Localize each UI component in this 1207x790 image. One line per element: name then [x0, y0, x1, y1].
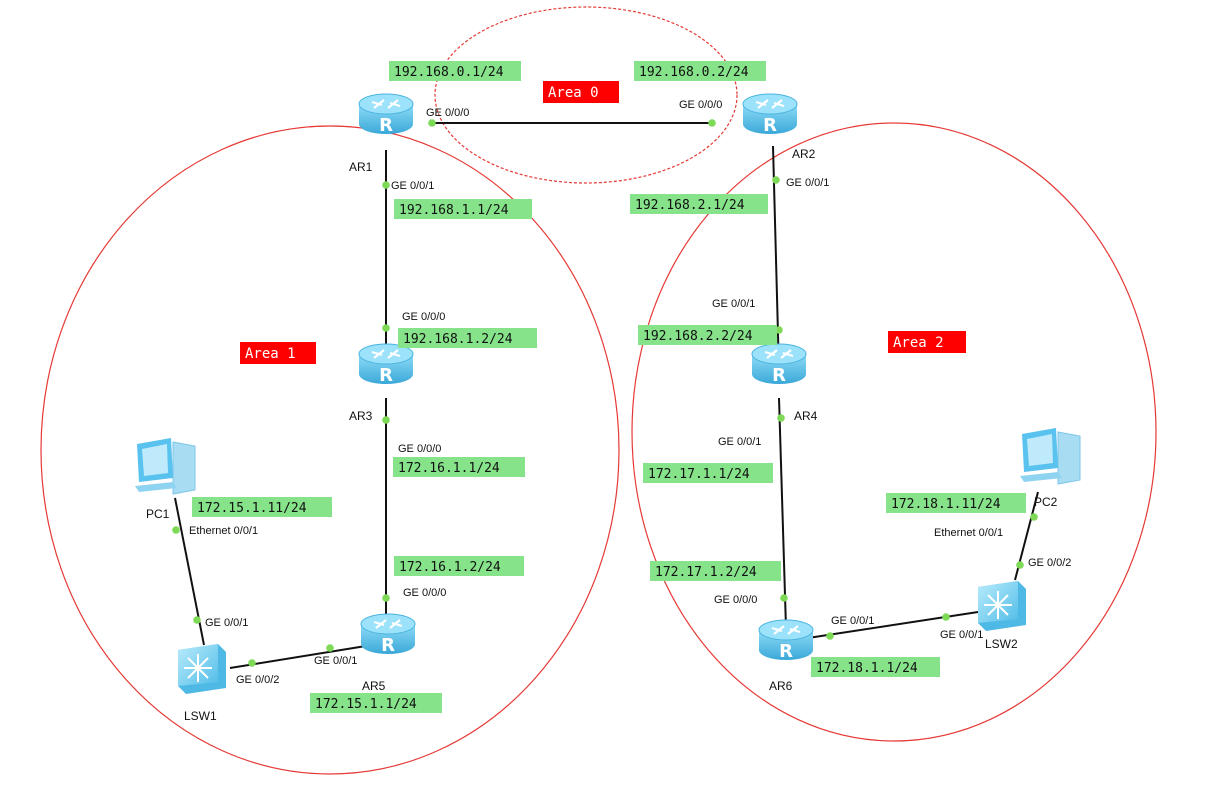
- port-dot: [780, 594, 788, 602]
- port-label: GE 0/0/0: [426, 107, 469, 119]
- port-label: Ethernet 0/0/1: [934, 527, 1003, 539]
- port-dot: [382, 416, 390, 424]
- area-1-border: [40, 125, 620, 775]
- device-label-pc2: PC2: [1034, 495, 1058, 509]
- port-label: GE 0/0/1: [831, 615, 874, 627]
- port-label: Ethernet 0/0/1: [189, 525, 258, 537]
- port-label: GE 0/0/2: [1028, 557, 1071, 569]
- ip-label: 192.168.0.2/24: [639, 65, 749, 80]
- svg-text:R: R: [763, 115, 777, 136]
- svg-text:R: R: [772, 365, 786, 386]
- port-label: GE 0/0/1: [314, 655, 357, 667]
- port-dot: [193, 616, 201, 624]
- link-lsw1-pc1: [174, 497, 205, 646]
- router-icon[interactable]: R: [358, 343, 414, 386]
- ip-label: 172.15.1.1/24: [315, 697, 417, 712]
- port-dot: [708, 119, 716, 127]
- port-dot: [382, 324, 390, 332]
- port-dot: [172, 526, 180, 534]
- port-dot: [775, 326, 783, 334]
- ip-label: 172.17.1.2/24: [655, 565, 757, 580]
- port-dot: [777, 414, 785, 422]
- links: [174, 122, 1039, 669]
- port-dot: [772, 176, 780, 184]
- switch-icon[interactable]: [178, 644, 226, 694]
- svg-text:R: R: [779, 641, 793, 662]
- area-label-2: Area 2: [893, 335, 944, 351]
- device-label-pc1: PC1: [146, 507, 170, 521]
- switch-icon[interactable]: [978, 581, 1026, 631]
- device-label-ar1: AR1: [349, 160, 373, 174]
- port-label: GE 0/0/0: [714, 594, 757, 606]
- port-label: GE 0/0/0: [403, 587, 446, 599]
- port-label: GE 0/0/0: [398, 443, 441, 455]
- svg-text:R: R: [381, 635, 395, 656]
- port-dot: [326, 644, 334, 652]
- port-label: GE 0/0/0: [402, 311, 445, 323]
- port-label: GE 0/0/0: [679, 99, 722, 111]
- area-label-1: Area 1: [245, 346, 296, 362]
- router-icon[interactable]: R: [360, 613, 416, 656]
- port-dot: [428, 119, 436, 127]
- link-ar4-ar6: [778, 397, 787, 629]
- port-dot: [1016, 561, 1024, 569]
- device-label-ar3: AR3: [349, 409, 373, 423]
- port-dot: [382, 181, 390, 189]
- ip-label: 172.18.1.1/24: [816, 661, 918, 676]
- ip-label: 172.17.1.1/24: [648, 467, 750, 482]
- device-label-lsw2: LSW2: [985, 637, 1018, 651]
- port-dot: [1030, 513, 1038, 521]
- device-label-ar2: AR2: [792, 147, 816, 161]
- router-icon[interactable]: R: [758, 619, 814, 662]
- svg-text:R: R: [379, 365, 393, 386]
- port-label: GE 0/0/1: [718, 436, 761, 448]
- area-labels: Area 0 Area 1 Area 2: [240, 81, 966, 364]
- port-dot: [382, 594, 390, 602]
- ip-label: 192.168.2.1/24: [635, 198, 745, 213]
- ip-label: 172.15.1.11/24: [197, 501, 307, 516]
- router-icon[interactable]: R: [751, 343, 807, 386]
- ip-label: 192.168.1.2/24: [403, 332, 513, 347]
- port-dots: [172, 119, 1038, 667]
- port-dot: [248, 659, 256, 667]
- port-dot: [942, 613, 950, 621]
- device-label-ar5: AR5: [362, 679, 386, 693]
- port-labels: GE 0/0/0 GE 0/0/0 GE 0/0/1 GE 0/0/1 GE 0…: [189, 99, 1071, 686]
- port-label: GE 0/0/1: [205, 617, 248, 629]
- port-label: GE 0/0/2: [236, 674, 279, 686]
- ip-label: 172.16.1.2/24: [399, 560, 501, 575]
- device-label-ar4: AR4: [794, 409, 818, 423]
- area-borders: [40, 6, 1157, 775]
- ip-label: 172.18.1.11/24: [891, 497, 1001, 512]
- link-ar2-ar4: [772, 145, 780, 373]
- area-0-border: [434, 6, 738, 184]
- devices: R R R R R R: [135, 93, 1081, 694]
- ip-label: 192.168.2.2/24: [643, 329, 753, 344]
- device-names: AR1 AR2 AR3 AR4 AR5 AR6 LSW1 LSW2 PC1 PC…: [146, 147, 1058, 723]
- port-label: GE 0/0/1: [391, 180, 434, 192]
- router-icon[interactable]: R: [358, 93, 414, 136]
- ip-labels: 192.168.0.1/24 192.168.0.2/24 192.168.1.…: [192, 61, 1026, 713]
- pc-icon[interactable]: [135, 438, 196, 495]
- port-label: GE 0/0/1: [712, 298, 755, 310]
- area-2-border: [631, 122, 1157, 742]
- router-icon[interactable]: R: [742, 93, 798, 136]
- svg-text:R: R: [379, 115, 393, 136]
- device-label-ar6: AR6: [769, 679, 793, 693]
- ip-label: 192.168.1.1/24: [399, 203, 509, 218]
- port-label: GE 0/0/1: [940, 629, 983, 641]
- pc-icon[interactable]: [1020, 428, 1081, 485]
- ip-label: 192.168.0.1/24: [394, 65, 504, 80]
- port-dot: [826, 632, 834, 640]
- port-label: GE 0/0/1: [786, 177, 829, 189]
- ip-label: 172.16.1.1/24: [398, 461, 500, 476]
- device-label-lsw1: LSW1: [184, 709, 217, 723]
- area-label-0: Area 0: [548, 85, 599, 101]
